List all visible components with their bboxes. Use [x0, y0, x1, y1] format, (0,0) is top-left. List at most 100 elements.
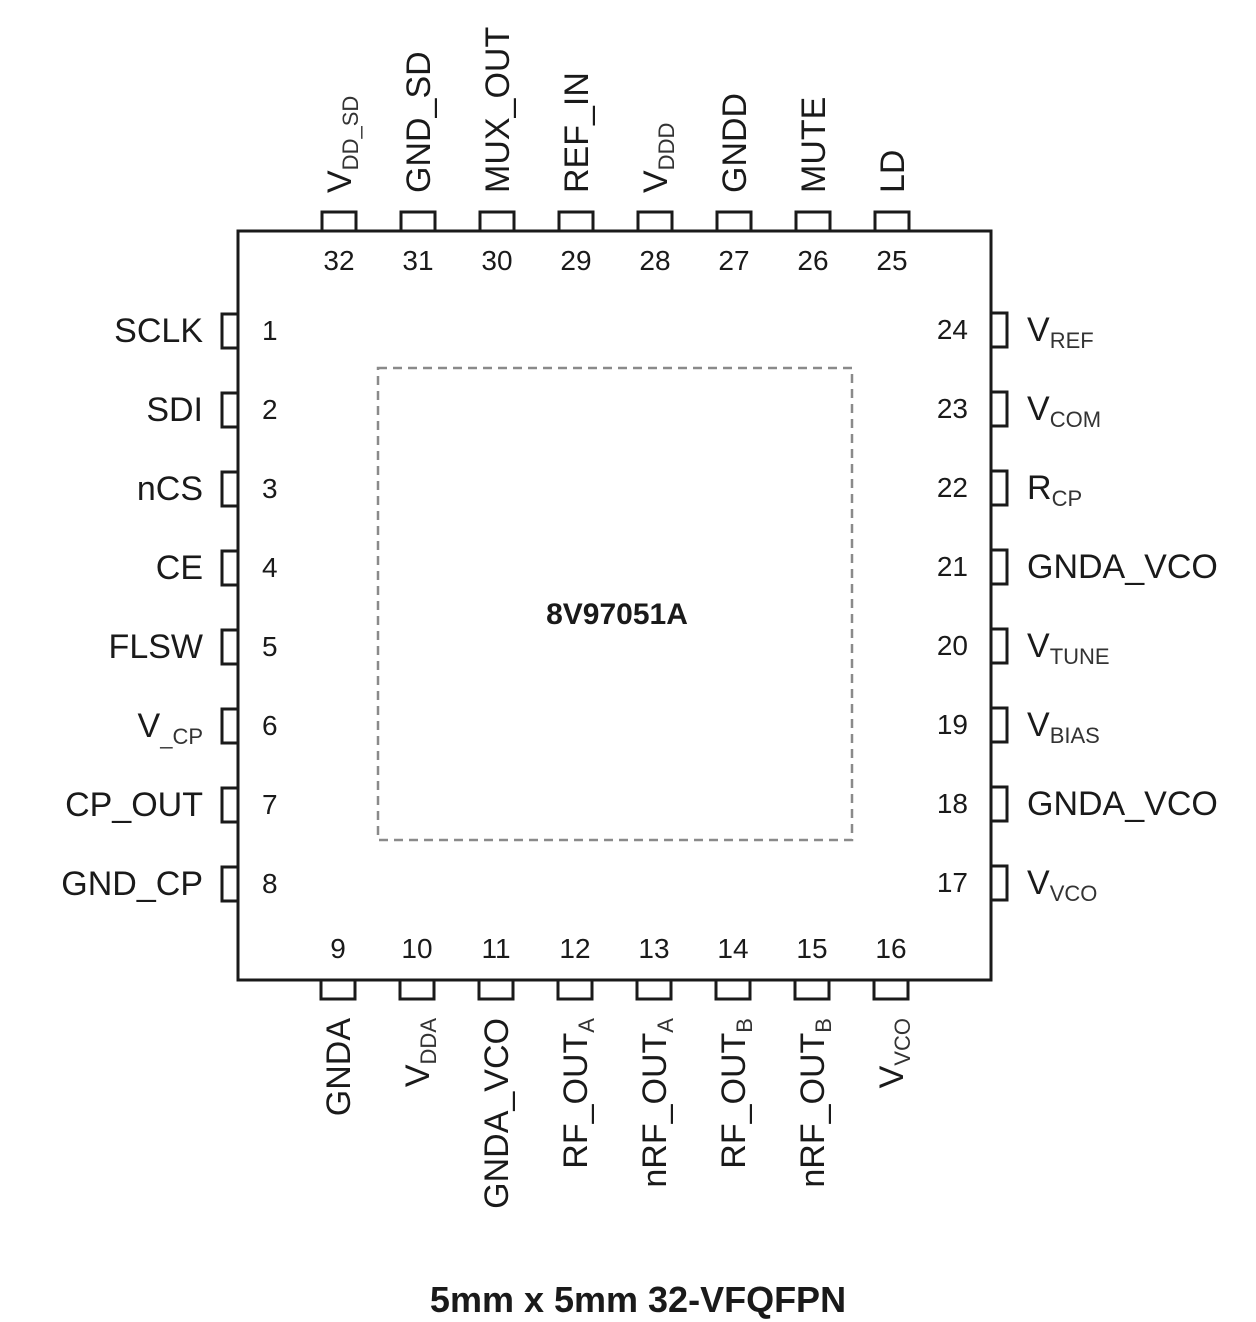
pin-pad-28 [636, 210, 674, 233]
pin-name-main: V [637, 170, 675, 193]
pin-name-main: R [1027, 469, 1052, 507]
pin-name-main: GNDA_VCO [478, 1018, 516, 1209]
pin-label-14: RF_OUTB [715, 1018, 757, 1169]
pin-label-6: V_CP [138, 707, 203, 749]
pin-name-subscript: REF [1050, 328, 1094, 353]
pin-label-1: SCLK [114, 312, 203, 350]
pin-label-25: LD [874, 150, 912, 193]
pin-label-2: SDI [146, 391, 203, 429]
package-caption: 5mm x 5mm 32-VFQFPN [430, 1279, 846, 1320]
pin-number-15: 15 [796, 933, 827, 964]
pin-pad-27 [715, 210, 753, 233]
pin-name-main: CE [156, 549, 203, 587]
pin-name-main: MUTE [795, 97, 833, 193]
pin-label-26: MUTE [795, 97, 833, 193]
pin-name-subscript: B [732, 1018, 757, 1033]
pin-pad-25 [873, 210, 911, 233]
pin-name-main: V [1027, 864, 1050, 902]
pin-name-subscript: A [574, 1018, 599, 1033]
pin-pad-23 [989, 390, 1009, 428]
pin-label-22: RCP [1027, 469, 1082, 511]
pin-pad-16 [872, 978, 910, 1001]
pin-number-6: 6 [262, 710, 278, 741]
pin-number-22: 22 [937, 472, 968, 503]
pin-name-main: V [873, 1065, 911, 1088]
pin-number-28: 28 [639, 245, 670, 276]
pin-label-4: CE [156, 549, 203, 587]
pin-pad-9 [319, 978, 357, 1001]
pin-number-1: 1 [262, 315, 278, 346]
pin-name-main: GNDA [320, 1018, 358, 1117]
pin-name-subscript: _CP [159, 724, 203, 749]
pin-number-2: 2 [262, 394, 278, 425]
pin-name-main: SDI [146, 391, 203, 429]
pin-number-9: 9 [330, 933, 346, 964]
pin-pad-1 [220, 312, 240, 350]
pin-pad-8 [220, 865, 240, 903]
pin-label-28: VDDD [637, 123, 679, 193]
pin-name-main: GND_CP [61, 865, 203, 903]
pin-name-main: CP_OUT [65, 786, 203, 824]
pin-name-main: SCLK [114, 312, 203, 350]
pin-number-4: 4 [262, 552, 278, 583]
pin-name-subscript: DDA [416, 1018, 441, 1065]
pin-label-5: FLSW [109, 628, 203, 666]
pin-name-subscript: A [653, 1018, 678, 1033]
pin-label-23: VCOM [1027, 390, 1101, 432]
pin-number-10: 10 [401, 933, 432, 964]
pin-number-18: 18 [937, 788, 968, 819]
pin-name-main: V [1027, 311, 1050, 349]
pin-name-main: nCS [137, 470, 203, 508]
pin-number-5: 5 [262, 631, 278, 662]
pin-pad-4 [220, 549, 240, 587]
pin-name-main: V [1027, 706, 1050, 744]
pin-number-32: 32 [323, 245, 354, 276]
pin-name-main: GNDA_VCO [1027, 785, 1218, 823]
pins-bottom-side: 9GNDA10VDDA11GNDA_VCO12RF_OUTA13nRF_OUTA… [319, 933, 915, 1209]
pin-pad-13 [635, 978, 673, 1001]
pin-name-subscript: B [811, 1018, 836, 1033]
package-body [236, 229, 993, 982]
pin-name-main: V [1027, 390, 1050, 428]
pin-number-8: 8 [262, 868, 278, 899]
pin-number-30: 30 [481, 245, 512, 276]
pin-name-subscript: DD_SD [338, 96, 363, 171]
pin-pad-29 [557, 210, 595, 233]
pin-pad-21 [989, 548, 1009, 586]
pin-pad-2 [220, 391, 240, 429]
pin-name-subscript: TUNE [1050, 644, 1110, 669]
pin-pad-6 [220, 707, 240, 745]
pin-label-17: VVCO [1027, 864, 1097, 906]
pin-number-27: 27 [718, 245, 749, 276]
pin-number-20: 20 [937, 630, 968, 661]
pin-number-29: 29 [560, 245, 591, 276]
pin-number-17: 17 [937, 867, 968, 898]
pin-name-main: FLSW [109, 628, 203, 666]
pin-number-31: 31 [402, 245, 433, 276]
pin-number-26: 26 [797, 245, 828, 276]
pin-name-main: RF_OUT [715, 1033, 753, 1169]
pin-pad-12 [556, 978, 594, 1001]
pin-name-main: GNDD [716, 93, 754, 193]
pin-name-main: GNDA_VCO [1027, 548, 1218, 586]
pin-pad-11 [477, 978, 515, 1001]
pin-name-main: nRF_OUT [636, 1033, 674, 1188]
pin-label-29: REF_IN [558, 72, 596, 193]
pin-pad-30 [478, 210, 516, 233]
part-number-label: 8V97051A [546, 598, 688, 631]
pin-name-main: LD [874, 150, 912, 193]
pin-pad-20 [989, 627, 1009, 665]
pin-number-12: 12 [559, 933, 590, 964]
pin-label-11: GNDA_VCO [478, 1018, 516, 1209]
pin-pad-17 [989, 864, 1009, 902]
pin-label-8: GND_CP [61, 865, 203, 903]
pin-label-3: nCS [137, 470, 203, 508]
pin-label-16: VVCO [873, 1018, 915, 1088]
pin-pad-5 [220, 628, 240, 666]
pin-pad-15 [793, 978, 831, 1001]
pin-name-main: nRF_OUT [794, 1033, 832, 1188]
pin-label-18: GNDA_VCO [1027, 785, 1218, 823]
